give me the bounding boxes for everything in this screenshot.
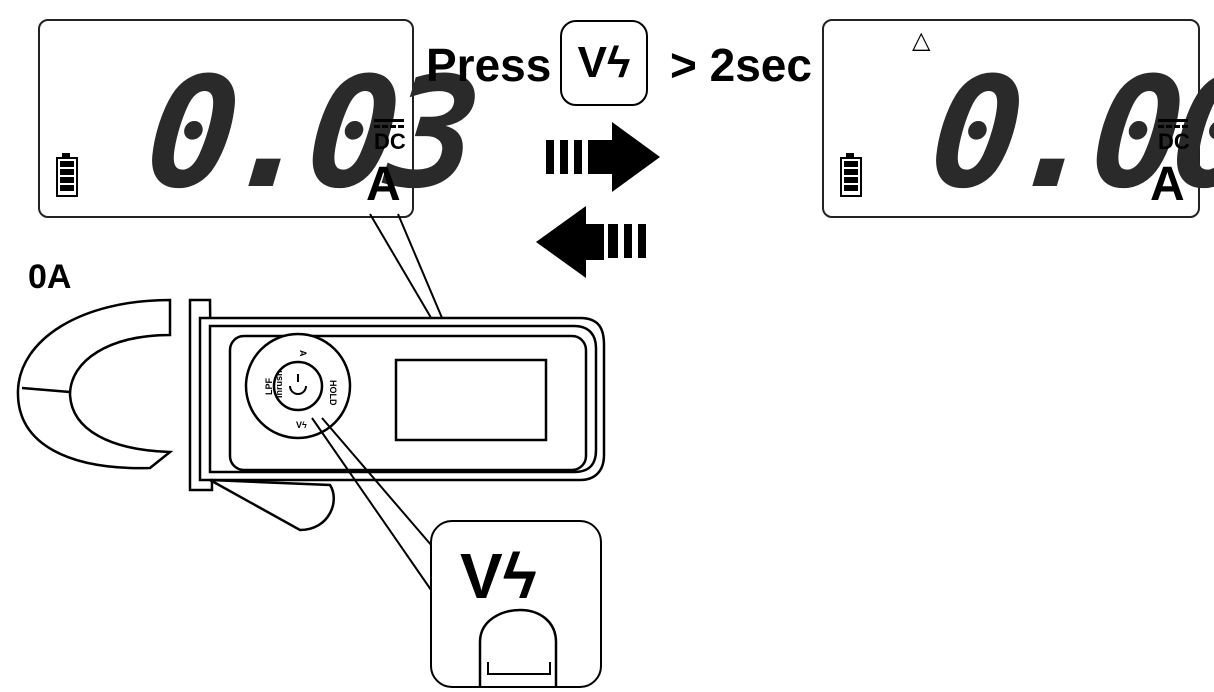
- lcd-left-unit: A: [366, 158, 401, 211]
- dial-label-a: A: [298, 350, 308, 357]
- lcd-right-unit: A: [1150, 158, 1185, 211]
- battery-icon: [56, 153, 78, 197]
- clamp-meter: [16, 298, 606, 532]
- lcd-right-dc-indicator: DC: [1158, 119, 1190, 153]
- lcd-left: 0.03 DC A: [38, 19, 479, 223]
- meter-zero-label: 0A: [28, 258, 72, 296]
- dial-label-inrush: Inrush: [274, 370, 284, 398]
- dial-label-v: Vϟ: [296, 420, 307, 430]
- zoom-callout: [311, 417, 445, 601]
- zoomed-v-label: Vϟ: [460, 540, 537, 612]
- arrow-left-icon: [536, 206, 646, 278]
- dial-label-hold: HOLD: [328, 380, 338, 406]
- dial-labels: A HOLD LPF Inrush Vϟ: [264, 350, 338, 430]
- arrow-right-icon: [546, 122, 660, 192]
- zoomed-v-button: Vϟ: [430, 520, 602, 688]
- delta-icon: △: [912, 27, 931, 54]
- press-label: Press: [426, 39, 552, 91]
- lcd-right: △ 0.00 DC A: [822, 19, 1214, 223]
- battery-icon: [840, 153, 862, 197]
- duration-label: > 2sec: [670, 39, 812, 91]
- finger-icon: [478, 608, 558, 686]
- lcd-left-dc-indicator: DC: [374, 119, 406, 153]
- v-button-icon: Vϟ: [560, 20, 648, 106]
- dial-label-lpf: LPF: [264, 377, 274, 395]
